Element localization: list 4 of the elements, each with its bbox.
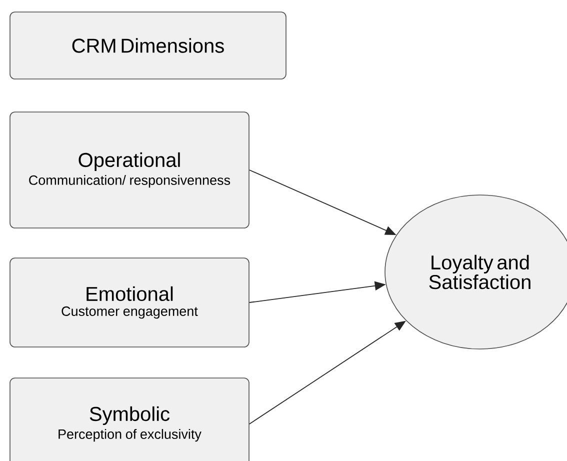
- title-box: CRM Dimensions: [10, 12, 286, 80]
- dimension-box: Symbolic Perception of exclusivity: [10, 378, 250, 461]
- dimension-box: Emotional Customer engagement: [10, 258, 250, 348]
- dimension-box: Operational Communication/ responsivenness: [10, 112, 250, 228]
